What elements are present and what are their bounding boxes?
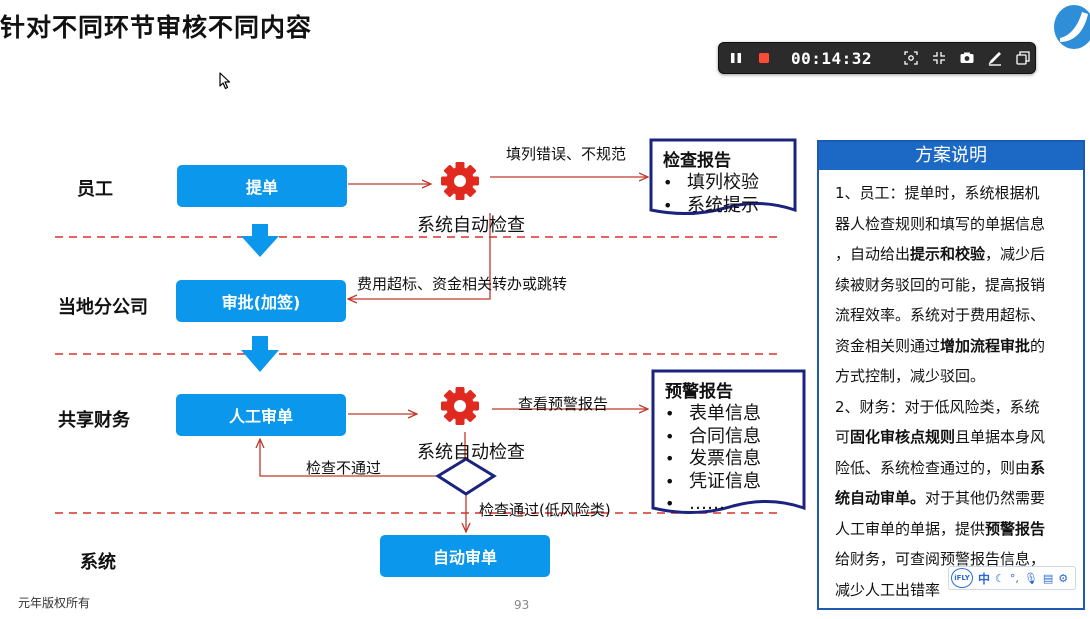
panel-text-segment: 且单据本身风	[955, 428, 1046, 446]
camera-icon[interactable]	[956, 47, 978, 69]
panel-text-emphasis: 系	[1030, 458, 1046, 477]
gear-icon	[441, 162, 479, 200]
panel-text-segment: 方式控制，减少驳回。	[835, 367, 986, 385]
panel-body: 1、员工：提单时，系统根据机器人检查规则和填写的单据信息 ，自动给出提示和校验，减…	[819, 170, 1083, 605]
panel-text-emphasis: 预警报告	[985, 519, 1046, 538]
down-arrow-icon	[241, 224, 279, 257]
punctuation-icon[interactable]: °,	[1009, 571, 1019, 585]
panel-text-segment: 对于其他仍然需要	[925, 489, 1046, 507]
keyboard-icon[interactable]: ▤	[1042, 571, 1054, 585]
warning-report-item: 表单信息	[665, 403, 761, 426]
warning-report-item: 合同信息	[665, 426, 761, 449]
panel-text-segment: ，自动给出	[835, 245, 911, 263]
submit-box: 提单	[177, 165, 347, 207]
panel-text-segment: 给财务，可查阅预警报告信息，	[835, 550, 1046, 568]
screen-recorder-toolbar: 00:14:32	[718, 42, 1036, 74]
decision-diamond	[435, 457, 497, 496]
panel-text-segment: ，减少后	[985, 245, 1046, 263]
panel-text-line: 器人检查规则和填写的单据信息	[835, 209, 1073, 240]
panel-text-segment: 人工审单的单据，提供	[835, 519, 986, 538]
region-icon[interactable]	[900, 47, 922, 69]
panel-text-line: 1、员工：提单时，系统根据机	[835, 178, 1073, 209]
pause-icon[interactable]	[725, 47, 747, 69]
auto-review-box: 自动审单	[380, 535, 550, 577]
edge-label-view-warning: 查看预警报告	[518, 395, 609, 413]
panel-text-segment: 续被财务驳回的可能，提高报销	[835, 275, 1046, 294]
warning-report-item: 发票信息	[665, 448, 761, 471]
down-arrow-icon	[241, 336, 279, 372]
panel-text-segment: 可	[835, 428, 851, 446]
slide-title: 针对不同环节审核不同内容	[0, 13, 313, 42]
row-label-employee: 员工	[77, 179, 113, 200]
page-number: 93	[514, 598, 530, 612]
gear-caption: 系统自动检查	[417, 215, 525, 236]
warning-report-title: 预警报告	[665, 382, 733, 402]
approve-box: 审批(加签)	[176, 280, 346, 322]
panel-text-line: 统自动审单。对于其他仍然需要	[835, 483, 1073, 514]
edge-label-check-passed: 检查通过(低风险类)	[479, 501, 611, 519]
moon-icon[interactable]: ☾	[995, 571, 1005, 585]
panel-text-segment: 1、员工：提单时，系统根据机	[835, 184, 1040, 202]
manual-review-box: 人工审单	[176, 394, 346, 436]
panel-text-line: 续被财务驳回的可能，提高报销	[835, 270, 1073, 301]
panel-text-segment: 流程效率。系统对于费用超标、	[835, 306, 1046, 324]
panel-text-segment: 险低、系统检查通过的，则由	[835, 458, 1031, 477]
check-report-item: 填列校验	[663, 172, 759, 195]
pen-icon[interactable]	[984, 47, 1006, 69]
check-report-item: 系统提示	[663, 195, 759, 218]
row-label-shared-finance: 共享财务	[58, 410, 130, 431]
check-report-title: 检查报告	[663, 151, 731, 171]
warning-report-item: 凭证信息	[665, 471, 761, 494]
footer-copyright: 元年版权所有	[18, 596, 91, 610]
panel-text-line: 人工审单的单据，提供预警报告	[835, 514, 1073, 545]
panel-text-emphasis: 提示和校验	[910, 245, 986, 263]
gear-icon	[441, 387, 479, 425]
panel-text-emphasis: 固化审核点规则	[850, 428, 956, 446]
panel-text-line: 可固化审核点规则且单据本身风	[835, 422, 1073, 453]
panel-text-segment: 资金相关则通过	[835, 336, 941, 355]
panel-text-line: 方式控制，减少驳回。	[835, 361, 1073, 392]
panel-text-line: 2、财务：对于低风险类，系统	[835, 392, 1073, 423]
mouse-cursor-icon	[219, 72, 231, 90]
panel-text-emphasis: 增加流程审批	[940, 336, 1031, 355]
flow-arrow	[348, 213, 491, 299]
edge-label-fill-errors: 填列错误、不规范	[506, 145, 627, 163]
ime-toolbar: iFLY 中 ☾ °, 🎙 ▤ ⚙	[948, 566, 1076, 590]
recording-timer: 00:14:32	[791, 48, 873, 68]
settings-gear-icon[interactable]: ⚙	[1058, 571, 1069, 585]
company-logo	[1054, 5, 1090, 49]
row-label-system: 系统	[80, 552, 116, 573]
warning-report-item: ……	[665, 493, 761, 516]
panel-text-line: 险低、系统检查通过的，则由系	[835, 453, 1073, 484]
edge-label-over-budget: 费用超标、资金相关转办或跳转	[357, 275, 568, 293]
panel-text-emphasis: 统自动审单。	[835, 489, 926, 507]
panel-text-segment: 器人检查规则和填写的单据信息	[835, 214, 1046, 233]
solution-description-panel: 方案说明 1、员工：提单时，系统根据机器人检查规则和填写的单据信息 ，自动给出提示…	[817, 140, 1085, 610]
warning-report-list: 表单信息 合同信息 发票信息 凭证信息 ……	[665, 403, 761, 516]
check-report-list: 填列校验 系统提示	[663, 172, 759, 217]
flow-arrow	[260, 439, 438, 477]
panel-text-segment: 减少人工出错率	[835, 580, 941, 599]
check-report: 检查报告 填列校验 系统提示	[663, 146, 759, 217]
ifly-logo-icon[interactable]: iFLY	[951, 568, 973, 588]
shrink-icon[interactable]	[928, 47, 950, 69]
panel-text-line: 资金相关则通过增加流程审批的	[835, 331, 1073, 362]
row-label-local-branch: 当地分公司	[58, 297, 148, 318]
edge-label-check-failed: 检查不通过	[306, 459, 382, 477]
warning-report: 预警报告 表单信息 合同信息 发票信息 凭证信息 ……	[665, 377, 761, 516]
microphone-icon[interactable]: 🎙	[1023, 571, 1038, 585]
panel-text-line: ，自动给出提示和校验，减少后	[835, 239, 1073, 270]
panel-text-segment: 2、财务：对于低风险类，系统	[835, 397, 1040, 416]
panel-title: 方案说明	[819, 142, 1083, 170]
window-icon[interactable]	[1012, 47, 1034, 69]
stop-icon[interactable]	[753, 47, 775, 69]
gear-caption: 系统自动检查	[417, 442, 525, 463]
panel-text-line: 减少人工出错率	[835, 575, 1073, 606]
panel-text-line: 给财务，可查阅预警报告信息，	[835, 544, 1073, 575]
ime-mode-toggle[interactable]: 中	[978, 571, 991, 586]
panel-text-segment: 的	[1030, 336, 1046, 355]
panel-text-line: 流程效率。系统对于费用超标、	[835, 300, 1073, 331]
